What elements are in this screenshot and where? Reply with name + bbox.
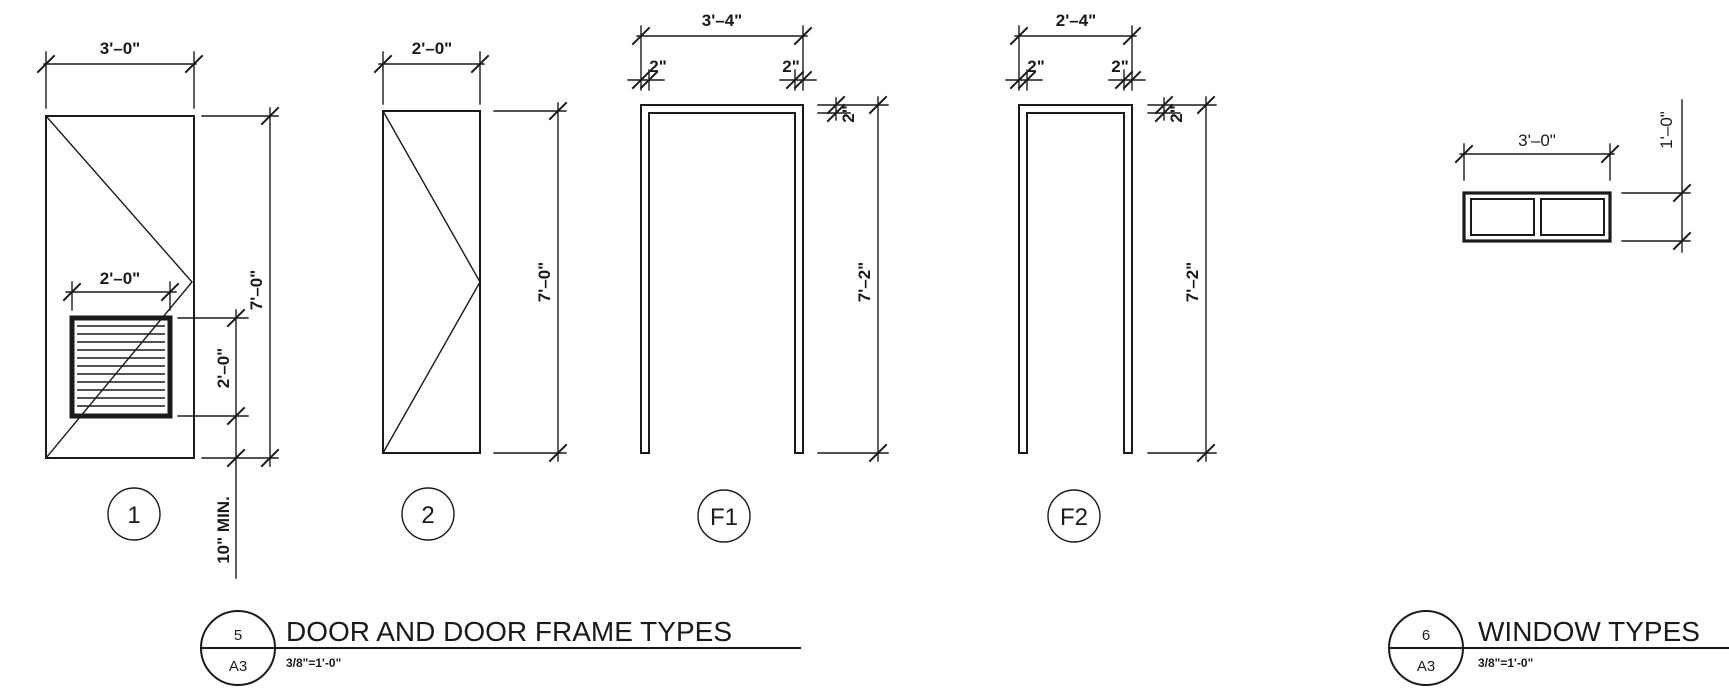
- frame-f1-width-dimension: 3'–4": [631, 11, 813, 91]
- door-2-width-label: 2'–0": [412, 39, 452, 58]
- title-block-doors: 5 A3 DOOR AND DOOR FRAME TYPES 3/8"=1'-0…: [200, 610, 801, 686]
- door-1-outline: [45, 115, 195, 459]
- door-2-height-label: 7'–0": [535, 262, 554, 302]
- door-1-tag: 1: [127, 502, 140, 529]
- frame-f2-width-label: 2'–4": [1056, 11, 1096, 30]
- window-width-label: 3'–0": [1518, 131, 1556, 150]
- window-width-dimension: 3'–0": [1454, 131, 1620, 181]
- windows-title: WINDOW TYPES: [1478, 616, 1700, 647]
- windows-scale: 3/8"=1'-0": [1478, 656, 1533, 670]
- door-2-tag: 2: [421, 502, 434, 529]
- frame-f1-tag: F1: [710, 504, 738, 531]
- frame-f2-tag: F2: [1060, 504, 1088, 531]
- door-1-tag-circle: [107, 487, 161, 541]
- window-pane-left: [1470, 198, 1535, 236]
- frame-f1-head-label: 2": [839, 105, 858, 123]
- window-frame: [1462, 191, 1612, 243]
- frame-f1-height-dimension: 2" 7'–2": [817, 95, 889, 463]
- frame-f1-jamb-dimensions: 2" 2": [627, 57, 817, 91]
- frame-f1-width-label: 3'–4": [702, 11, 742, 30]
- frame-f2-right-jamb-label: 2": [1111, 57, 1129, 76]
- frame-f2-height-label: 7'–2": [1183, 262, 1202, 302]
- door-1-swing-lines: [45, 115, 193, 459]
- frame-f1-left-jamb-label: 2": [649, 57, 667, 76]
- louver-panel: [69, 315, 173, 419]
- door-2-height-dimension: 7'–0": [493, 101, 568, 463]
- door-1-vertical-dimensions: [177, 106, 280, 579]
- frame-f2-height-dimension: 2" 7'–2": [1147, 95, 1217, 463]
- frame-f2-tag-circle: [1047, 489, 1101, 543]
- window-height-label: 1'–0": [1657, 111, 1676, 149]
- louver-width-label: 2'–0": [100, 269, 140, 288]
- frame-f2-head-label: 2": [1167, 105, 1186, 123]
- door-2-width-dimension: 2'–0": [373, 39, 490, 105]
- doors-detail-number: 5: [234, 627, 242, 644]
- window-pane-right: [1540, 198, 1605, 236]
- door-1-width-dimension: 3'–0": [36, 39, 204, 109]
- frame-f2-left-jamb-label: 2": [1027, 57, 1045, 76]
- door-type-2: 2'–0" 7'–0" 2: [373, 39, 568, 541]
- doors-title: DOOR AND DOOR FRAME TYPES: [286, 616, 732, 647]
- frame-f1-height-label: 7'–2": [855, 262, 874, 302]
- frame-f1-tag-circle: [697, 489, 751, 543]
- title-block-windows: 6 A3 WINDOW TYPES 3/8"=1'-0": [1388, 610, 1729, 686]
- louver-width-dimension: 2'–0": [62, 269, 180, 311]
- frame-type-f2: 2'–4" 2" 2" 2" 7'–2" F2: [1005, 11, 1217, 543]
- door-2-outline: [382, 110, 481, 454]
- window-height-dimension: 1'–0": [1621, 99, 1692, 253]
- window-type: 3'–0" 1'–0": [1454, 99, 1692, 253]
- door-1-width-label: 3'–0": [100, 39, 140, 58]
- door-2-tag-circle: [401, 487, 455, 541]
- frame-f2-width-dimension: 2'–4": [1009, 11, 1142, 91]
- door-1-undercut-label: 10" MIN.: [214, 496, 233, 564]
- frame-f2-outline: [1018, 104, 1133, 454]
- louver-height-label: 2'–0": [214, 348, 233, 388]
- door-2-swing-lines: [382, 110, 481, 454]
- frame-f1-outline: [640, 104, 804, 454]
- frame-f1-right-jamb-label: 2": [782, 57, 800, 76]
- doors-scale: 3/8"=1'-0": [286, 656, 341, 670]
- door-1-height-label: 7'–0": [247, 270, 266, 310]
- doors-sheet-number: A3: [229, 658, 247, 675]
- frame-f2-jamb-dimensions: 2" 2": [1005, 57, 1146, 91]
- door-type-1: 3'–0" 2'–0" 7'–0" 2'–0" 10" MIN.: [36, 39, 280, 579]
- windows-detail-number: 6: [1422, 627, 1430, 644]
- frame-type-f1: 3'–4" 2" 2" 2" 7'–2" F1: [627, 11, 889, 543]
- windows-sheet-number: A3: [1417, 658, 1435, 675]
